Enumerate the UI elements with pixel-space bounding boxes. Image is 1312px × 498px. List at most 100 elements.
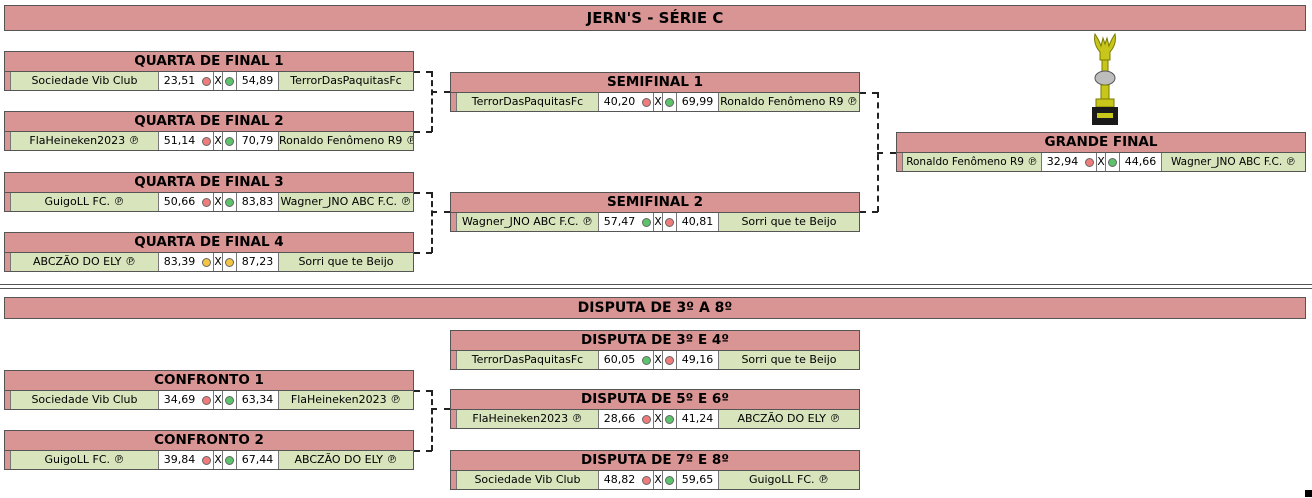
vs-label: X <box>213 72 223 90</box>
loss-indicator-icon <box>640 471 653 489</box>
win-indicator-icon <box>1106 153 1119 171</box>
match-row: GuigoLL FC. ℗ 50,66 X 83,83 Wagner_JNO A… <box>4 192 414 212</box>
win-indicator-icon <box>663 410 676 428</box>
trophy-icon <box>1092 32 1118 125</box>
win-indicator-icon <box>223 132 236 150</box>
home-score: 28,66 <box>598 410 640 428</box>
match-label: QUARTA DE FINAL 3 <box>4 172 414 192</box>
bracket-connector <box>414 192 432 194</box>
placement-3rd-4th: DISPUTA DE 3º E 4º TerrorDasPaquitasFc 6… <box>450 330 860 370</box>
match-label: QUARTA DE FINAL 1 <box>4 51 414 71</box>
win-indicator-icon <box>223 451 236 469</box>
loss-indicator-icon <box>663 351 676 369</box>
away-score: 49,16 <box>676 351 718 369</box>
home-score: 40,20 <box>598 93 640 111</box>
home-score: 48,82 <box>598 471 640 489</box>
win-indicator-icon <box>663 471 676 489</box>
match-label: DISPUTA DE 7º E 8º <box>450 450 860 470</box>
bracket-connector <box>431 211 450 213</box>
home-team: TerrorDasPaquitasFc <box>457 351 598 369</box>
away-team: Wagner_JNO ABC F.C. ℗ <box>1161 153 1305 171</box>
confronto-1: CONFRONTO 1 Sociedade Vib Club 34,69 X 6… <box>4 370 414 410</box>
away-score: 63,34 <box>236 391 278 409</box>
home-team: Sociedade Vib Club <box>11 391 158 409</box>
loss-indicator-icon <box>1083 153 1096 171</box>
vs-label: X <box>213 193 223 211</box>
tie-indicator-icon <box>200 253 213 271</box>
match-label: DISPUTA DE 5º E 6º <box>450 389 860 409</box>
match-row: TerrorDasPaquitasFc 40,20 X 69,99 Ronald… <box>450 92 860 112</box>
match-label: SEMIFINAL 2 <box>450 192 860 212</box>
grand-final: GRANDE FINAL Ronaldo Fenômeno R9 ℗ 32,94… <box>896 132 1306 172</box>
away-team: Sorri que te Beijo <box>718 351 859 369</box>
home-team: TerrorDasPaquitasFc <box>457 93 598 111</box>
home-team: Sociedade Vib Club <box>11 72 158 90</box>
home-score: 23,51 <box>158 72 200 90</box>
match-label: SEMIFINAL 1 <box>450 72 860 92</box>
match-row: Sociedade Vib Club 48,82 X 59,65 GuigoLL… <box>450 470 860 490</box>
home-team: Sociedade Vib Club <box>457 471 598 489</box>
quarterfinal-1: QUARTA DE FINAL 1 Sociedade Vib Club 23,… <box>4 51 414 91</box>
home-score: 83,39 <box>158 253 200 271</box>
bracket-connector <box>431 390 433 451</box>
home-team: Ronaldo Fenômeno R9 ℗ <box>903 153 1041 171</box>
home-score: 32,94 <box>1041 153 1083 171</box>
home-score: 50,66 <box>158 193 200 211</box>
home-team: GuigoLL FC. ℗ <box>11 451 158 469</box>
quarterfinal-4: QUARTA DE FINAL 4 ABCZÃO DO ELY ℗ 83,39 … <box>4 232 414 272</box>
loss-indicator-icon <box>200 193 213 211</box>
away-score: 69,99 <box>676 93 718 111</box>
loss-indicator-icon <box>640 93 653 111</box>
bracket-connector <box>860 211 878 213</box>
bracket-connector <box>431 91 450 93</box>
away-team: ABCZÃO DO ELY ℗ <box>718 410 859 428</box>
section-title: DISPUTA DE 3º A 8º <box>4 297 1306 319</box>
away-team: Ronaldo Fenômeno R9 ℗ <box>278 132 413 150</box>
loss-indicator-icon <box>200 451 213 469</box>
page-title: JERN'S - SÉRIE C <box>4 5 1306 31</box>
match-row: GuigoLL FC. ℗ 39,84 X 67,44 ABCZÃO DO EL… <box>4 450 414 470</box>
home-team: GuigoLL FC. ℗ <box>11 193 158 211</box>
vs-label: X <box>213 253 223 271</box>
away-team: Ronaldo Fenômeno R9 ℗ <box>718 93 859 111</box>
vs-label: X <box>213 391 223 409</box>
section-divider <box>0 288 1312 289</box>
win-indicator-icon <box>223 391 236 409</box>
away-team: TerrorDasPaquitasFc <box>278 72 413 90</box>
quarterfinal-2: QUARTA DE FINAL 2 FlaHeineken2023 ℗ 51,1… <box>4 111 414 151</box>
loss-indicator-icon <box>663 213 676 231</box>
vs-label: X <box>653 410 663 428</box>
loss-indicator-icon <box>200 132 213 150</box>
away-team: Sorri que te Beijo <box>718 213 859 231</box>
match-row: FlaHeineken2023 ℗ 51,14 X 70,79 Ronaldo … <box>4 131 414 151</box>
semifinal-2: SEMIFINAL 2 Wagner_JNO ABC F.C. ℗ 57,47 … <box>450 192 860 232</box>
bracket-connector <box>414 390 432 392</box>
loss-indicator-icon <box>200 72 213 90</box>
match-label: QUARTA DE FINAL 2 <box>4 111 414 131</box>
vs-label: X <box>653 471 663 489</box>
match-row: FlaHeineken2023 ℗ 28,66 X 41,24 ABCZÃO D… <box>450 409 860 429</box>
vs-label: X <box>213 132 223 150</box>
home-team: FlaHeineken2023 ℗ <box>457 410 598 428</box>
away-team: GuigoLL FC. ℗ <box>718 471 859 489</box>
bracket-connector <box>414 131 432 133</box>
home-score: 51,14 <box>158 132 200 150</box>
loss-indicator-icon <box>200 391 213 409</box>
away-score: 44,66 <box>1119 153 1161 171</box>
away-score: 40,81 <box>676 213 718 231</box>
vs-label: X <box>213 451 223 469</box>
match-row: TerrorDasPaquitasFc 60,05 X 49,16 Sorri … <box>450 350 860 370</box>
vs-label: X <box>1096 153 1106 171</box>
home-team: FlaHeineken2023 ℗ <box>11 132 158 150</box>
bracket-connector <box>431 408 450 410</box>
match-label: CONFRONTO 2 <box>4 430 414 450</box>
confronto-2: CONFRONTO 2 GuigoLL FC. ℗ 39,84 X 67,44 … <box>4 430 414 470</box>
vs-label: X <box>653 213 663 231</box>
semifinal-1: SEMIFINAL 1 TerrorDasPaquitasFc 40,20 X … <box>450 72 860 112</box>
away-score: 83,83 <box>236 193 278 211</box>
win-indicator-icon <box>663 93 676 111</box>
away-team: ABCZÃO DO ELY ℗ <box>278 451 413 469</box>
placement-5th-6th: DISPUTA DE 5º E 6º FlaHeineken2023 ℗ 28,… <box>450 389 860 429</box>
bracket-connector <box>431 192 433 253</box>
win-indicator-icon <box>223 193 236 211</box>
